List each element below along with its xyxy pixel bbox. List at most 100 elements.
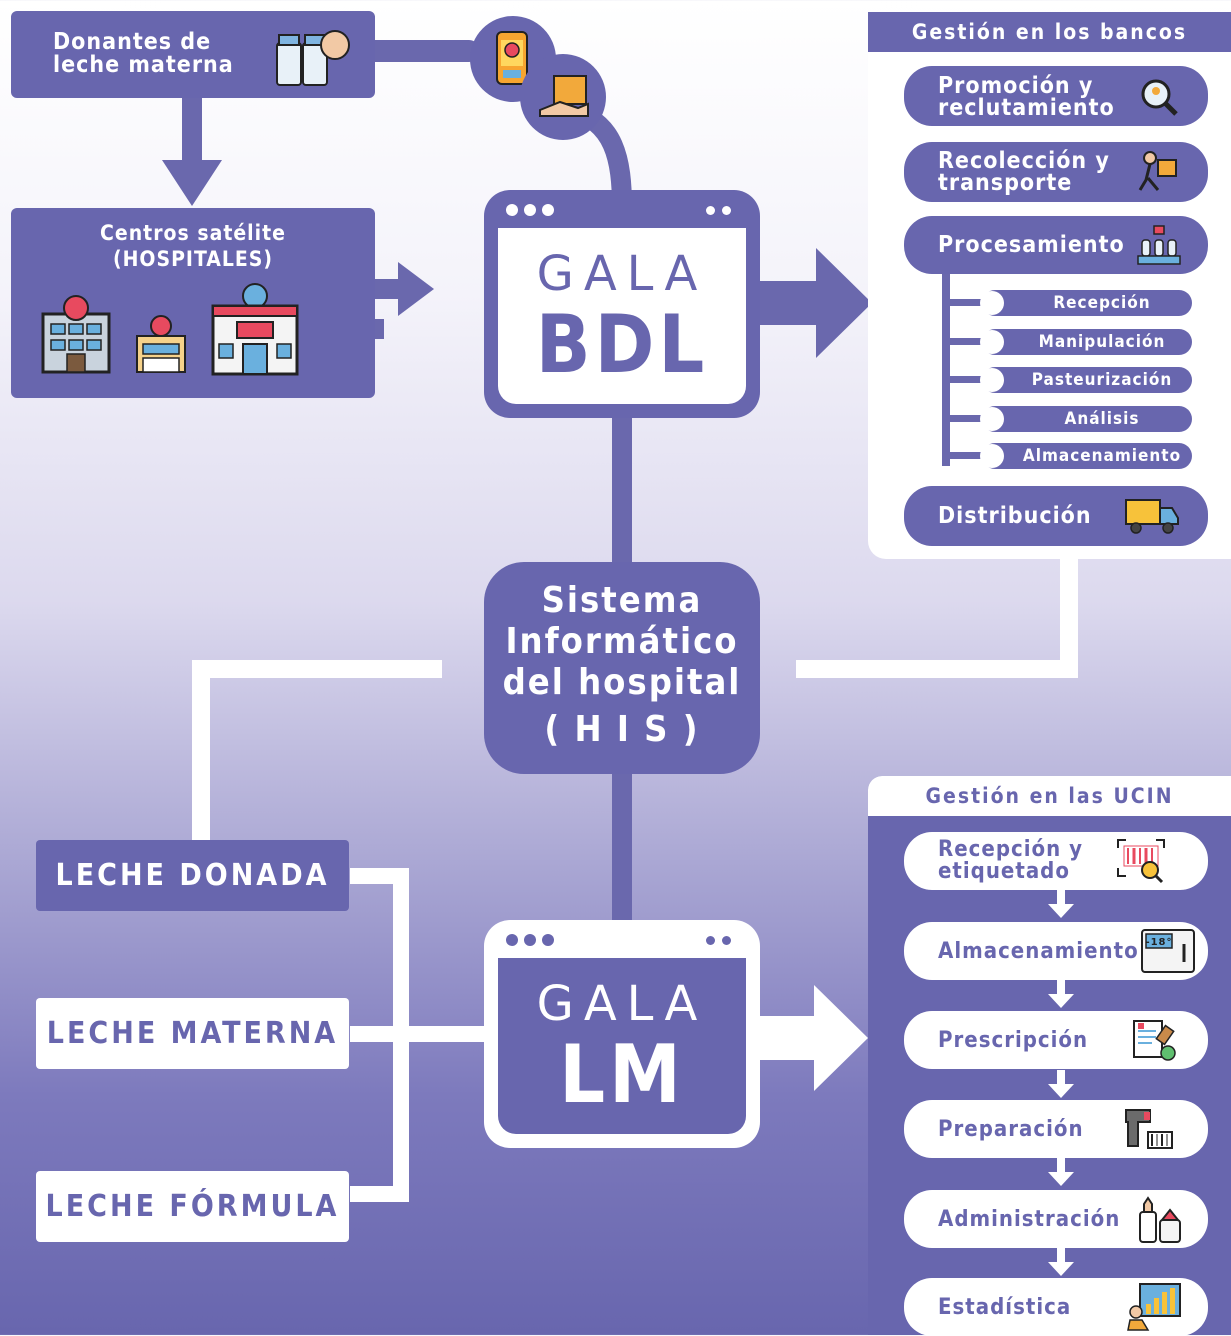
his-line2: Informático bbox=[505, 621, 739, 662]
bdl-screen: GALA BDL bbox=[498, 228, 746, 404]
sub-recepcion-label: Recepción bbox=[1053, 293, 1151, 313]
gala-bdl-window: GALA BDL bbox=[484, 190, 760, 418]
sub-dot bbox=[980, 330, 1004, 354]
ucin-recepcion-line2: etiquetado bbox=[938, 859, 1070, 884]
centros-line1: Centros satélite bbox=[100, 221, 286, 245]
arrow-bdl-bancos bbox=[760, 248, 872, 358]
leche-donada-box: LECHE DONADA bbox=[36, 840, 349, 911]
ucin-almacenamiento: Almacenamiento -18° bbox=[904, 922, 1208, 980]
donantes-line2: leche materna bbox=[53, 52, 234, 78]
ucin-arrow-5 bbox=[1048, 1248, 1074, 1276]
bdl-dot-1 bbox=[506, 204, 518, 216]
lm-dot-1 bbox=[506, 934, 518, 946]
recoleccion-line1: Recolección y bbox=[938, 148, 1110, 174]
package-circle bbox=[520, 54, 606, 140]
bdl-dot-3 bbox=[542, 204, 554, 216]
ucin-almacenamiento-text: Almacenamiento bbox=[938, 939, 1139, 964]
ucin-preparacion-text: Preparación bbox=[938, 1117, 1084, 1142]
bancos-recoleccion: Recolección y transporte bbox=[904, 142, 1208, 202]
ucin-title: Gestión en las UCIN bbox=[868, 776, 1231, 816]
recoleccion-text: Recolección y transporte bbox=[938, 148, 1110, 196]
ucin-recepcion-line1: Recepción y bbox=[938, 837, 1083, 862]
ucin-arrow-1 bbox=[1048, 890, 1074, 918]
sub-almacenamiento: Almacenamiento bbox=[980, 443, 1192, 469]
bottling-machine-icon bbox=[1137, 225, 1181, 265]
bdl-code: BDL bbox=[535, 298, 709, 391]
bdl-dot-5 bbox=[722, 206, 731, 215]
milk-bottles-baby-icon bbox=[276, 30, 350, 86]
sub-almacenamiento-label: Almacenamiento bbox=[1022, 446, 1182, 466]
connector-bdl-his bbox=[612, 418, 632, 566]
ucin-preparacion: Preparación bbox=[904, 1100, 1208, 1158]
baby-bottles-icon bbox=[1139, 1196, 1181, 1243]
ucin-administracion-text: Administración bbox=[938, 1207, 1121, 1232]
hospital-building-icon bbox=[41, 295, 111, 374]
delivery-truck-icon bbox=[1125, 499, 1179, 534]
donantes-box: Donantes de leche materna bbox=[11, 11, 375, 98]
connector-his-left-v bbox=[192, 660, 210, 842]
connector-donantes-phone bbox=[370, 40, 480, 62]
centros-label: Centros satélite (HOSPITALES) bbox=[11, 220, 375, 272]
lm-code: LM bbox=[559, 1028, 685, 1121]
sub-tree-h3 bbox=[942, 376, 984, 383]
bracket-materna-h bbox=[350, 1026, 490, 1042]
sub-manipulacion-label: Manipulación bbox=[1038, 332, 1166, 352]
his-line1: Sistema bbox=[541, 580, 703, 621]
lm-dot-3 bbox=[542, 934, 554, 946]
sub-tree-h5 bbox=[942, 452, 984, 459]
his-box: Sistema Informático del hospital ( H I S… bbox=[484, 562, 760, 774]
clinic-icon bbox=[136, 315, 186, 373]
lm-dot-5 bbox=[722, 936, 731, 945]
sub-pasteurizacion: Pasteurización bbox=[980, 367, 1192, 393]
connector-his-right-h bbox=[796, 660, 1078, 678]
ucin-arrow-3 bbox=[1048, 1070, 1074, 1098]
barcode-scanner-icon bbox=[1125, 1109, 1173, 1149]
donantes-label: Donantes de leche materna bbox=[53, 31, 234, 77]
arrow-lm-ucin bbox=[760, 985, 868, 1091]
sub-tree-vertical bbox=[942, 274, 950, 466]
procesamiento-text: Procesamiento bbox=[938, 232, 1125, 258]
bancos-procesamiento: Procesamiento bbox=[904, 216, 1208, 274]
connector-his-left-h bbox=[192, 660, 442, 678]
ucin-arrow-4 bbox=[1048, 1158, 1074, 1186]
sub-dot bbox=[980, 407, 1004, 431]
package-delivery-icon bbox=[539, 75, 589, 117]
statistics-chart-icon bbox=[1127, 1283, 1181, 1331]
connector-his-lm bbox=[612, 770, 632, 920]
ucin-prescripcion-text: Prescripción bbox=[938, 1028, 1089, 1053]
arrow-donantes-centros-head bbox=[162, 160, 222, 206]
sub-dot bbox=[980, 368, 1004, 392]
gala-lm-window: GALA LM bbox=[484, 920, 760, 1148]
promocion-line1: Promoción y bbox=[938, 73, 1094, 99]
bracket-formula-h bbox=[350, 1186, 408, 1202]
ucin-estadistica: Estadística bbox=[904, 1278, 1208, 1336]
freezer-temp-label: -18° bbox=[1145, 937, 1172, 948]
sub-dot bbox=[980, 444, 1004, 468]
lm-dot-2 bbox=[524, 934, 536, 946]
sub-recepcion: Recepción bbox=[980, 290, 1192, 316]
ucin-estadistica-text: Estadística bbox=[938, 1295, 1072, 1320]
bancos-promocion: Promoción y reclutamiento bbox=[904, 66, 1208, 126]
leche-materna-box: LECHE MATERNA bbox=[36, 998, 349, 1069]
sub-pasteurizacion-label: Pasteurización bbox=[1031, 370, 1173, 390]
leche-formula-box: LECHE FÓRMULA bbox=[36, 1171, 349, 1242]
sub-tree-h4 bbox=[942, 415, 984, 422]
bdl-logo: GALA bbox=[536, 246, 708, 302]
connector-his-right-v bbox=[1060, 555, 1078, 678]
prescription-stamp-icon bbox=[1133, 1020, 1176, 1061]
promocion-text: Promoción y reclutamiento bbox=[938, 73, 1115, 121]
ucin-recepcion-text: Recepción y etiquetado bbox=[938, 839, 1083, 883]
bancos-distribucion: Distribución bbox=[904, 486, 1208, 546]
magnifier-people-icon bbox=[1141, 79, 1178, 116]
bdl-dot-2 bbox=[524, 204, 536, 216]
ucin-arrow-2 bbox=[1048, 980, 1074, 1008]
barcode-scan-icon bbox=[1117, 839, 1165, 884]
bancos-title: Gestión en los bancos bbox=[868, 12, 1231, 52]
promocion-line2: reclutamiento bbox=[938, 95, 1115, 121]
sub-tree-h1 bbox=[942, 299, 984, 306]
mobile-app-icon bbox=[496, 31, 528, 85]
arrow-donantes-centros-shaft bbox=[182, 98, 202, 170]
large-hospital-icon bbox=[211, 283, 299, 376]
recoleccion-line2: transporte bbox=[938, 170, 1073, 196]
his-line4: ( H I S ) bbox=[544, 709, 700, 750]
